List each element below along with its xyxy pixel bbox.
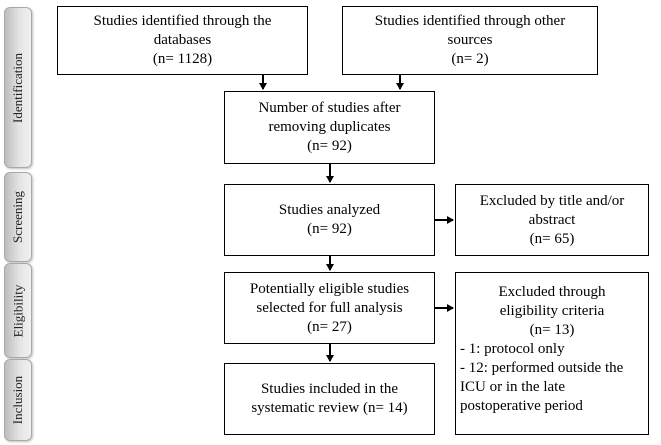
exclusion-reason: - 12: performed outside the xyxy=(460,360,624,376)
phase-label-identification: Identification xyxy=(4,7,32,168)
box-studies-included: Studies included in the systematic revie… xyxy=(224,363,435,435)
phase-label-eligibility: Eligibility xyxy=(4,263,32,358)
phase-label-inclusion: Inclusion xyxy=(4,359,32,441)
exclusion-reason: ICU or in the late xyxy=(460,379,565,395)
exclusion-reasons-list: - 1: protocol only - 12: performed outsi… xyxy=(460,340,623,416)
box-potentially-eligible: Potentially eligible studies selected fo… xyxy=(224,272,435,344)
box-studies-analyzed: Studies analyzed (n= 92) xyxy=(224,184,435,256)
phase-label-screening: Screening xyxy=(4,172,32,262)
exclusion-reason: postoperative period xyxy=(460,398,583,414)
exclusion-reason: - 1: protocol only xyxy=(460,341,565,357)
box-excluded-eligibility: Excluded through eligibility criteria (n… xyxy=(455,272,649,435)
box-excluded-title-abstract: Excluded by title and/or abstract (n= 65… xyxy=(455,184,649,256)
box-databases: Studies identified through the databases… xyxy=(57,6,308,75)
box-after-duplicates: Number of studies after removing duplica… xyxy=(224,91,435,164)
box-other-sources: Studies identified through other sources… xyxy=(342,6,598,75)
